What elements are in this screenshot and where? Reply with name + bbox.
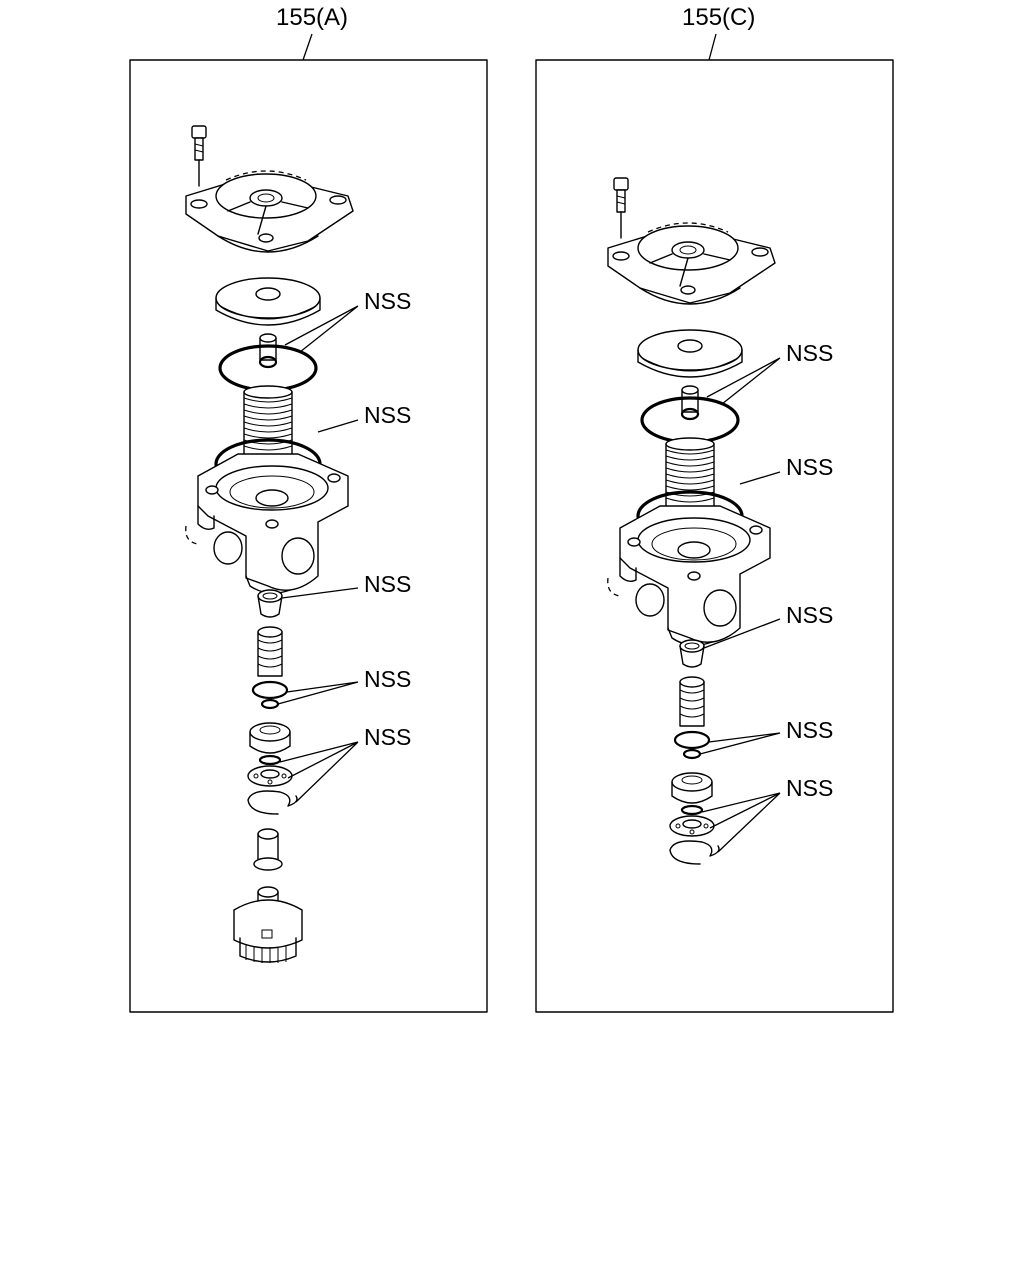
lower-bushing <box>253 828 283 871</box>
callout-nss-5: NSS <box>786 775 833 801</box>
title-leader <box>708 33 717 61</box>
panel-title: 155(A) <box>276 4 348 31</box>
callout-nss-4: NSS <box>786 717 833 743</box>
callout-nss-2: NSS <box>364 402 411 428</box>
callout-nss-1: NSS <box>786 340 833 366</box>
callout-nss-5: NSS <box>364 724 411 750</box>
upper-assembly-a <box>184 124 355 595</box>
panel-title: 155(C) <box>682 4 755 31</box>
panel-155c: 155(C) NSS NSS NSS NSS NSS <box>535 4 894 1013</box>
panel-frame <box>535 59 894 1013</box>
callout-nss-4: NSS <box>364 666 411 692</box>
end-cap <box>233 886 303 963</box>
callout-nss-1: NSS <box>364 288 411 314</box>
panel-frame <box>129 59 488 1013</box>
lower-parts-c <box>668 638 721 866</box>
callout-nss-3: NSS <box>364 571 411 597</box>
callout-nss-3: NSS <box>786 602 833 628</box>
upper-assembly-c <box>606 176 777 647</box>
title-leader <box>302 33 313 61</box>
callout-nss-2: NSS <box>786 454 833 480</box>
panel-155a: 155(A) NSS NSS NSS NSS NSS <box>129 4 488 1013</box>
lower-parts-a <box>246 588 299 816</box>
